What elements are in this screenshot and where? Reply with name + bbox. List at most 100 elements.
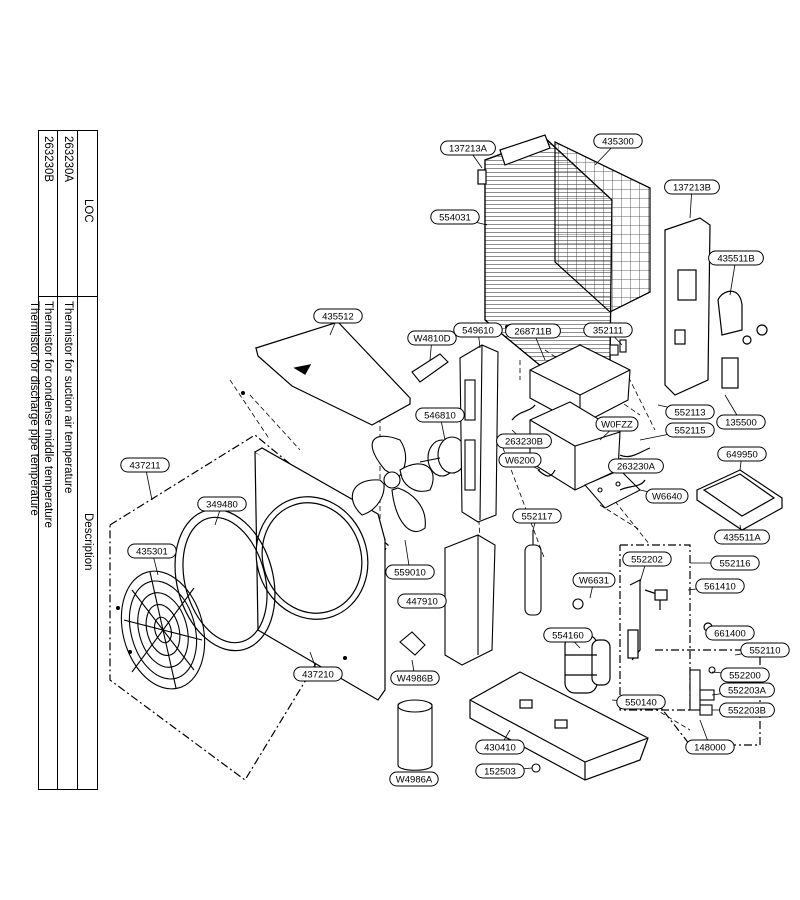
- callout-bubble: [120, 457, 170, 473]
- callout-label: 447910: [406, 597, 438, 608]
- callout-bubble: [608, 458, 664, 474]
- callout-137213b: 137213B: [664, 179, 720, 219]
- callout-label: 152503: [484, 767, 516, 778]
- callout-label: 430410: [484, 743, 516, 754]
- callout-135500: 135500: [716, 394, 766, 430]
- callout-552203b: 552203B: [712, 702, 775, 718]
- callout-label: 546810: [424, 411, 456, 422]
- callout-label: 661400: [714, 629, 746, 640]
- callout-label: 554031: [439, 213, 471, 224]
- callout-bubble: [595, 416, 639, 432]
- barrier-panel: [444, 534, 496, 666]
- callout-label: 552115: [675, 426, 706, 437]
- service-valves: [689, 666, 716, 716]
- callout-label: 437211: [130, 461, 161, 472]
- callout-bubble: [705, 625, 755, 641]
- thermistor-wires: [511, 404, 651, 491]
- callout-label: 552113: [675, 408, 706, 419]
- service-cover: [696, 469, 783, 531]
- fan-guard: [120, 570, 206, 690]
- callout-label: 552116: [720, 559, 751, 570]
- callout-bubble: [543, 627, 593, 643]
- callout-label: 435512: [322, 312, 354, 323]
- callout-661400: 661400: [705, 625, 755, 641]
- callout-bubble: [717, 446, 767, 462]
- callout-bubble: [505, 323, 561, 339]
- callout-label: W4810D: [414, 334, 451, 345]
- callout-label: 552202: [631, 555, 663, 566]
- callout-bubble: [572, 572, 616, 588]
- rear-grille: [554, 141, 651, 313]
- callout-bubble: [695, 578, 745, 594]
- callout-649950: 649950: [717, 446, 767, 471]
- callout-349480: 349480: [197, 496, 247, 526]
- callout-561410: 561410: [687, 578, 745, 594]
- callout-435511a: 435511A: [714, 524, 770, 545]
- callout-437210: 437210: [293, 651, 343, 682]
- callout-w0fzz: W0FZZ: [595, 416, 639, 441]
- callout-label: 268711B: [514, 327, 551, 338]
- callout-263230b: 263230B: [496, 429, 552, 449]
- callout-bubble: [415, 407, 465, 423]
- callout-label: W6631: [579, 576, 609, 587]
- top-panel: [254, 321, 411, 426]
- fan-blade: [351, 435, 434, 533]
- callout-layer: 137213A 435300 137213B 554031 435511B 435512W…: [120, 133, 790, 787]
- callout-552110: 552110: [734, 642, 790, 658]
- callout-label: W0FZZ: [601, 420, 633, 431]
- front-panel: [254, 447, 386, 701]
- callout-546810: 546810: [415, 407, 465, 441]
- accumulator: [524, 530, 542, 616]
- callout-552200: 552200: [711, 667, 770, 683]
- callout-label: 549610: [462, 326, 494, 337]
- callout-bubble: [389, 771, 439, 787]
- callout-bubble: [475, 739, 525, 755]
- callout-549610: 549610: [453, 322, 503, 349]
- callout-552203a: 552203A: [711, 682, 775, 698]
- callout-label: 649950: [726, 450, 758, 461]
- callout-label: W4986B: [397, 674, 433, 685]
- callout-label: 435300: [602, 137, 634, 148]
- callout-label: 352111: [593, 326, 623, 337]
- callout-552113: 552113: [657, 404, 715, 420]
- callout-w4986a: W4986A: [389, 771, 439, 787]
- callout-label: 437210: [302, 670, 334, 681]
- callout-w6640: W6640: [639, 488, 689, 504]
- callout-label: 263230B: [505, 437, 543, 448]
- callout-bubble: [407, 330, 457, 346]
- callout-label: 552200: [729, 671, 761, 682]
- callout-label: 552203B: [728, 706, 766, 717]
- callout-bubble: [430, 209, 480, 225]
- callout-label: 349480: [206, 500, 238, 511]
- callout-bubble: [665, 422, 715, 438]
- callout-bubble: [440, 140, 496, 156]
- callout-435512: 435512: [313, 308, 363, 336]
- callout-label: 561410: [704, 582, 736, 593]
- control-box: [529, 339, 631, 426]
- callout-label: 435511B: [717, 254, 754, 265]
- callout-137213a: 137213A: [440, 140, 496, 169]
- callout-bubble: [714, 529, 770, 545]
- callout-554160: 554160: [543, 627, 593, 649]
- callout-bubble: [475, 763, 525, 779]
- callout-bubble: [665, 404, 715, 420]
- callout-554031: 554031: [430, 209, 488, 226]
- callout-label: 263230A: [617, 462, 656, 473]
- callout-bubble: [293, 666, 343, 682]
- callout-148000: 148000: [685, 719, 735, 755]
- callout-268711b: 268711B: [505, 323, 561, 361]
- callout-152503: 152503: [475, 763, 533, 779]
- compressor: [564, 634, 611, 694]
- callout-bubble: [453, 322, 503, 338]
- callout-bubble: [385, 564, 435, 580]
- callout-w4810d: W4810D: [407, 330, 457, 361]
- valve-assembly: [627, 579, 713, 661]
- callout-w6631: W6631: [572, 572, 616, 599]
- callout-bubble: [720, 667, 770, 683]
- callout-bubble: [127, 543, 177, 559]
- fan-motor: [419, 436, 472, 477]
- callout-bubble: [716, 414, 766, 430]
- callout-label: 137213A: [449, 144, 488, 155]
- callout-label: 148000: [694, 743, 726, 754]
